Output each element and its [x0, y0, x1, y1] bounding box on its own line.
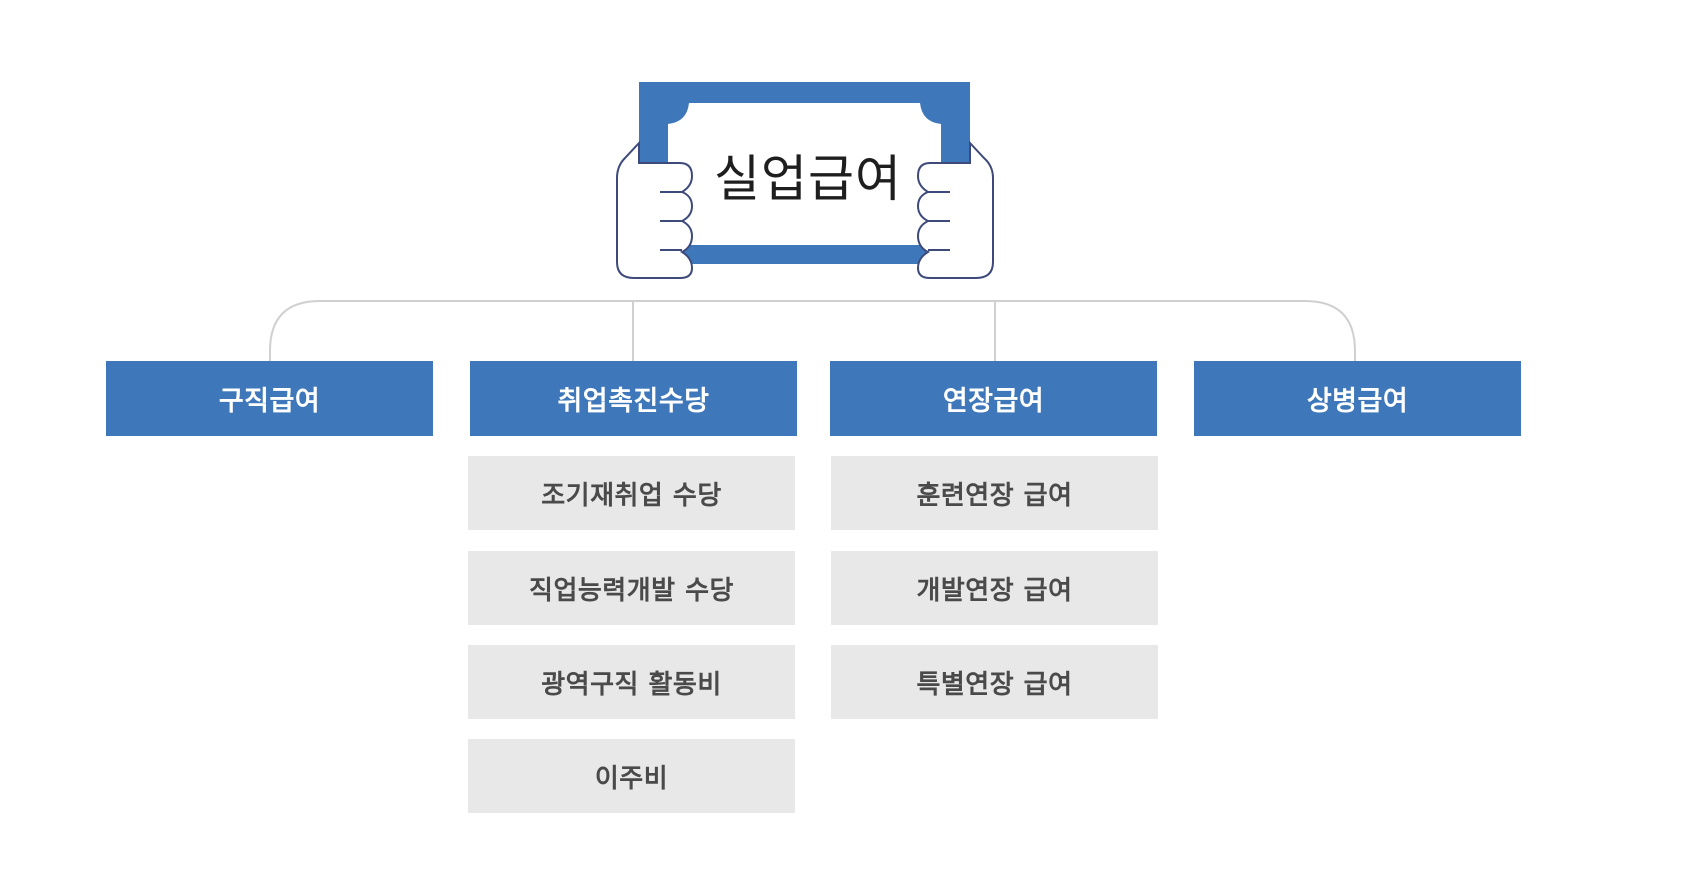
sub-item-early-reemployment-allowance: 조기재취업 수당: [468, 456, 795, 530]
sub-item-individual-extended-benefit: 개발연장 급여: [831, 551, 1158, 625]
category-job-seeking-benefit: 구직급여: [106, 361, 433, 436]
sub-item-wide-area-job-search-expense: 광역구직 활동비: [468, 645, 795, 719]
category-sickness-benefit: 상병급여: [1194, 361, 1521, 436]
sub-item-relocation-expense: 이주비: [468, 739, 795, 813]
sub-item-vocational-development-allowance: 직업능력개발 수당: [468, 551, 795, 625]
category-extended-benefit: 연장급여: [830, 361, 1157, 436]
category-employment-promotion-allowance: 취업촉진수당: [470, 361, 797, 436]
connector-lines: [269, 300, 1356, 361]
sub-item-training-extended-benefit: 훈련연장 급여: [831, 456, 1158, 530]
sub-item-special-extended-benefit: 특별연장 급여: [831, 645, 1158, 719]
left-hand-icon: [616, 140, 694, 279]
sign-board-icon: [639, 82, 970, 264]
right-hand-icon: [916, 140, 994, 279]
diagram-title: 실업급여: [714, 150, 902, 208]
